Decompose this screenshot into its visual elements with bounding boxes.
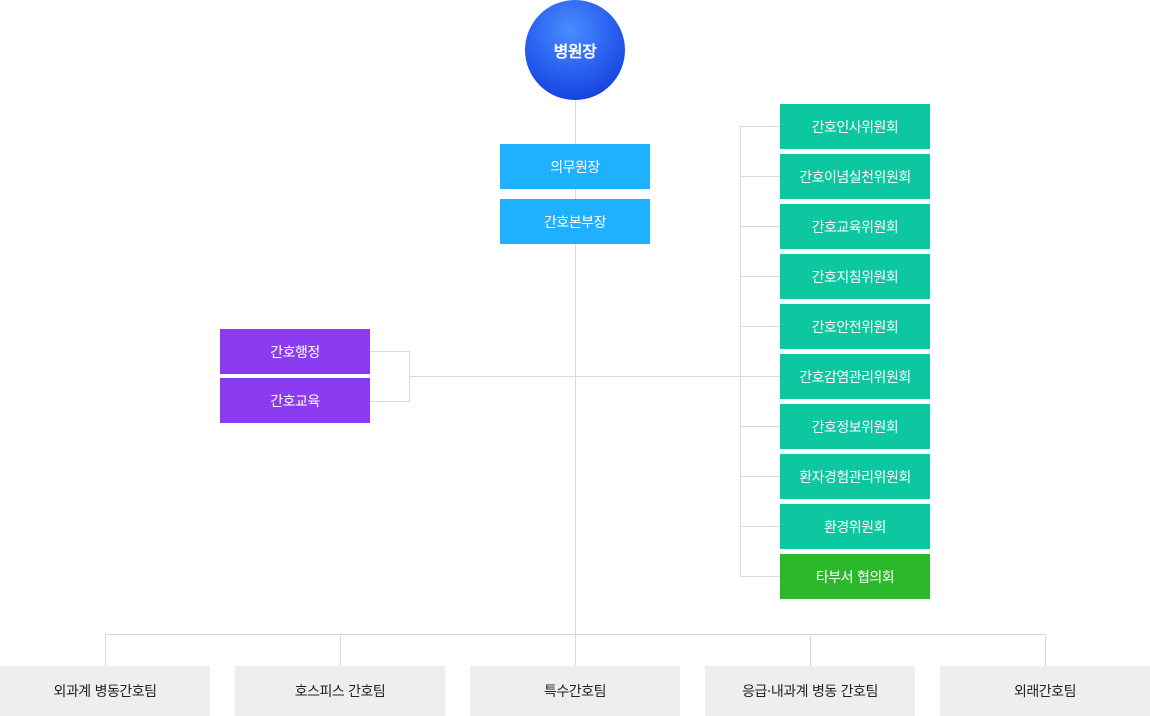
- team-drop-0: [105, 634, 106, 666]
- committee-label: 간호지침위원회: [811, 269, 899, 286]
- committee-tick-8: [740, 526, 780, 527]
- committee-node[interactable]: 간호지침위원회: [780, 254, 930, 299]
- nursing-admin-node[interactable]: 간호행정: [220, 329, 370, 374]
- committee-node[interactable]: 환경위원회: [780, 504, 930, 549]
- medical-director-node[interactable]: 의무원장: [500, 144, 650, 189]
- hospital-director-label: 병원장: [553, 42, 597, 61]
- team-label: 응급·내과계 병동 간호팀: [742, 684, 878, 700]
- committee-tick-5: [740, 376, 780, 377]
- team-drop-3: [810, 634, 811, 666]
- nursing-education-node[interactable]: 간호교육: [220, 378, 370, 423]
- committee-node[interactable]: 간호이념실천위원회: [780, 154, 930, 199]
- committee-tick-4: [740, 326, 780, 327]
- committee-tick-1: [740, 176, 780, 177]
- team-drop-1: [340, 634, 341, 666]
- committee-tick-2: [740, 226, 780, 227]
- nursing-education-label: 간호교육: [270, 393, 320, 410]
- nursing-director-node[interactable]: 간호본부장: [500, 199, 650, 244]
- committee-label: 간호안전위원회: [811, 319, 899, 336]
- team-node[interactable]: 외과계 병동간호팀: [0, 666, 210, 716]
- committee-label: 간호교육위원회: [811, 219, 899, 236]
- team-label: 외과계 병동간호팀: [53, 684, 158, 700]
- team-label: 외래간호팀: [1014, 684, 1076, 700]
- team-label: 호스피스 간호팀: [294, 684, 386, 700]
- team-drop-4: [1045, 634, 1046, 666]
- committee-tick-3: [740, 276, 780, 277]
- staff-bracket-bottom: [370, 401, 410, 402]
- committee-label: 간호감염관리위원회: [799, 369, 911, 386]
- committee-tick-9: [740, 576, 780, 577]
- committee-node[interactable]: 간호정보위원회: [780, 404, 930, 449]
- team-label: 특수간호팀: [544, 684, 606, 700]
- team-node[interactable]: 특수간호팀: [470, 666, 680, 716]
- committee-tick-6: [740, 426, 780, 427]
- committee-label: 간호정보위원회: [811, 419, 899, 436]
- hospital-director-node[interactable]: 병원장: [525, 0, 625, 100]
- staff-bracket-vertical: [409, 351, 410, 401]
- committee-tick-0: [740, 126, 780, 127]
- committee-node[interactable]: 간호안전위원회: [780, 304, 930, 349]
- nursing-admin-label: 간호행정: [270, 344, 320, 361]
- main-vertical-connector: [575, 100, 576, 666]
- committee-label: 환자경험관리위원회: [799, 469, 911, 486]
- staff-bracket-top: [370, 351, 410, 352]
- committee-tick-7: [740, 476, 780, 477]
- teams-horizontal-connector: [105, 634, 1046, 635]
- staff-horizontal-connector: [410, 376, 740, 377]
- committee-node[interactable]: 환자경험관리위원회: [780, 454, 930, 499]
- committee-node[interactable]: 간호감염관리위원회: [780, 354, 930, 399]
- committee-bracket-vertical: [740, 126, 741, 576]
- interdepartment-council-label: 타부서 협의회: [815, 569, 895, 586]
- team-node[interactable]: 외래간호팀: [940, 666, 1150, 716]
- committee-label: 간호인사위원회: [811, 119, 899, 136]
- medical-director-label: 의무원장: [550, 159, 600, 176]
- team-node[interactable]: 응급·내과계 병동 간호팀: [705, 666, 915, 716]
- interdepartment-council-node[interactable]: 타부서 협의회: [780, 554, 930, 599]
- team-node[interactable]: 호스피스 간호팀: [235, 666, 445, 716]
- committee-node[interactable]: 간호인사위원회: [780, 104, 930, 149]
- committee-label: 환경위원회: [824, 519, 886, 536]
- committee-label: 간호이념실천위원회: [799, 169, 911, 186]
- nursing-director-label: 간호본부장: [544, 214, 606, 231]
- committee-node[interactable]: 간호교육위원회: [780, 204, 930, 249]
